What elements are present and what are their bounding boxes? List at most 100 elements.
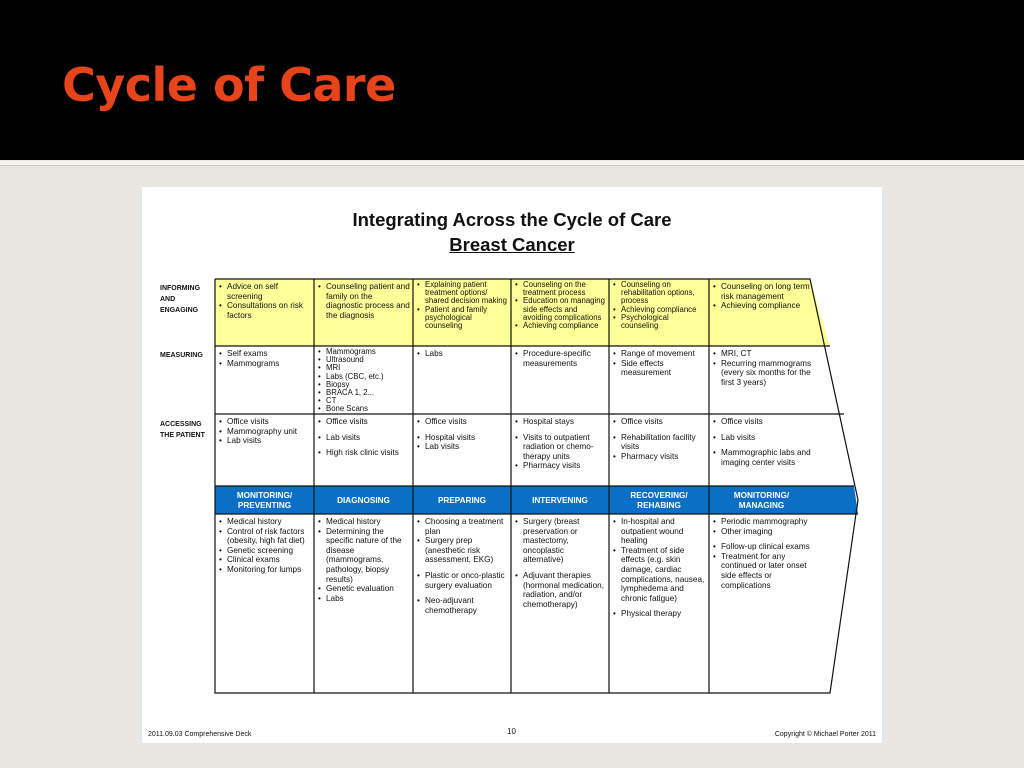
- phase-label-6: MONITORING/MANAGING: [709, 488, 814, 514]
- phase-label-line: MONITORING/: [236, 491, 293, 500]
- title-divider: [0, 161, 1024, 166]
- row-label-informing: INFORMING AND ENGAGING: [160, 283, 200, 316]
- bullet-item: Choosing a treatment plan: [417, 517, 508, 536]
- bullet-list: Explaining patient treatment options/ sh…: [417, 280, 508, 330]
- bullet-item: Plastic or onco-plastic surgery evaluati…: [417, 571, 508, 590]
- footer-deck-label: 2011.09.03 Comprehensive Deck: [148, 731, 252, 738]
- cell-measuring-4: Procedure-specific measurements: [511, 347, 609, 415]
- bullet-item: Office visits: [318, 417, 410, 427]
- title-bar: Cycle of Care: [0, 0, 1024, 160]
- document-title: Integrating Across the Cycle of Care: [352, 209, 672, 230]
- cell-accessing-5: Office visitsRehabilitation facility vis…: [609, 415, 709, 487]
- bullet-list: Office visitsHospital visitsLab visits: [417, 417, 508, 452]
- bullet-item: Explaining patient treatment options/ sh…: [417, 280, 508, 306]
- bullet-item: High risk clinic visits: [318, 448, 410, 458]
- row-label-accessing: ACCESSING THE PATIENT: [160, 419, 205, 441]
- bullet-item: Counseling on the treatment process: [515, 280, 606, 297]
- bullet-item: Office visits: [417, 417, 508, 427]
- bullet-item: Lab visits: [417, 442, 508, 452]
- phase-label-line: PREVENTING: [237, 501, 292, 510]
- cell-measuring-5: Range of movementSide effects measuremen…: [609, 347, 709, 415]
- bullet-item: Surgery prep (anesthetic risk assessment…: [417, 536, 508, 565]
- bullet-item: CT: [318, 397, 410, 406]
- bullet-item: Office visits: [219, 417, 311, 427]
- bullet-item: Mammograms: [318, 347, 410, 356]
- cell-accessing-1: Office visitsMammography unitLab visits: [215, 415, 314, 487]
- cell-measuring-3: Labs: [413, 347, 511, 415]
- cell-informing-6: Counseling on long term risk managementA…: [709, 280, 824, 347]
- phase-label-text: PREPARING: [438, 496, 486, 506]
- grid-outline: [214, 278, 859, 694]
- bullet-item: Side effects measurement: [613, 359, 706, 378]
- bullet-item: Psychological counseling: [613, 313, 706, 330]
- embedded-document: Integrating Across the Cycle of Care Bre…: [142, 187, 882, 743]
- slide-title: Cycle of Care: [62, 58, 396, 112]
- phase-label-line: RECOVERING/: [630, 491, 688, 500]
- bullet-list: Office visitsLab visitsMammographic labs…: [713, 417, 821, 467]
- bullet-item: Procedure-specific measurements: [515, 349, 606, 368]
- bullet-item: Pharmacy visits: [613, 452, 706, 462]
- bullet-list: Counseling on long term risk managementA…: [713, 282, 821, 311]
- bullet-item: Hospital visits: [417, 433, 508, 443]
- phase-label-line: MANAGING: [738, 501, 785, 510]
- bullet-list: Office visitsLab visitsHigh risk clinic …: [318, 417, 410, 458]
- bullet-item: Counseling on long term risk management: [713, 282, 821, 301]
- cell-delivering-1: Medical historyControl of risk factors (…: [215, 515, 314, 694]
- cell-measuring-6: MRI, CTRecurring mammograms (every six m…: [709, 347, 824, 415]
- bullet-list: MammogramsUltrasoundMRILabs (CBC, etc.)B…: [318, 347, 410, 414]
- footer-copyright: Copyright © Michael Porter 2011: [774, 731, 876, 738]
- phase-label-line: DIAGNOSING: [337, 496, 390, 505]
- bullet-list: Hospital staysVisits to outpatient radia…: [515, 417, 606, 471]
- bullet-item: Consultations on risk factors: [219, 301, 311, 320]
- bullet-item: Ultrasound: [318, 355, 410, 364]
- phase-label-text: MONITORING/PREVENTING: [237, 491, 292, 511]
- phase-band-fill: [215, 486, 858, 514]
- cell-accessing-6: Office visitsLab visitsMammographic labs…: [709, 415, 824, 487]
- bullet-item: Labs: [417, 349, 508, 359]
- bullet-item: Neo-adjuvant chemotherapy: [417, 596, 508, 615]
- cell-accessing-3: Office visitsHospital visitsLab visits: [413, 415, 511, 487]
- bullet-item: Pharmacy visits: [515, 461, 606, 471]
- cell-informing-2: Counseling patient and family on the dia…: [314, 280, 413, 347]
- phase-label-1: MONITORING/PREVENTING: [215, 488, 314, 514]
- bullet-list: Counseling on rehabilitation options, pr…: [613, 280, 706, 330]
- row-label-line: ACCESSING: [160, 421, 202, 428]
- bullet-item: Monitoring for lumps: [219, 565, 311, 575]
- bullet-list: Advice on self screeningConsultations on…: [219, 282, 311, 320]
- bullet-item: Treatment for any continued or later ons…: [713, 552, 821, 590]
- phase-label-2: DIAGNOSING: [314, 488, 413, 514]
- cell-delivering-6: Periodic mammographyOther imagingFollow-…: [709, 515, 824, 694]
- document-subtitle: Breast Cancer: [449, 234, 575, 255]
- bullet-item: Genetic evaluation: [318, 584, 410, 594]
- bullet-list: Surgery (breast preservation or mastecto…: [515, 517, 606, 609]
- bullet-item: Treatment of side effects (e.g. skin dam…: [613, 546, 706, 604]
- bullet-item: In-hospital and outpatient wound healing: [613, 517, 706, 546]
- phase-label-4: INTERVENING: [511, 488, 609, 514]
- cell-delivering-3: Choosing a treatment planSurgery prep (a…: [413, 515, 511, 694]
- phase-label-5: RECOVERING/REHABING: [609, 488, 709, 514]
- row-label-line: AND: [160, 296, 176, 303]
- cell-informing-1: Advice on self screeningConsultations on…: [215, 280, 314, 347]
- bullet-item: Periodic mammography: [713, 517, 821, 527]
- bullet-item: Visits to outpatient radiation or chemo-…: [515, 433, 606, 462]
- row-label-line: INFORMING: [160, 285, 201, 292]
- bullet-item: Labs: [318, 594, 410, 604]
- bullet-list: Counseling on the treatment processEduca…: [515, 280, 606, 330]
- bullet-item: Surgery (breast preservation or mastecto…: [515, 517, 606, 565]
- cell-delivering-5: In-hospital and outpatient wound healing…: [609, 515, 709, 694]
- bullet-item: Bone Scans: [318, 405, 410, 414]
- bullet-item: Mammographic labs and imaging center vis…: [713, 448, 821, 467]
- row-label-line: THE PATIENT: [160, 432, 205, 439]
- bullet-item: MRI, CT: [713, 349, 821, 359]
- bullet-item: Control of risk factors (obesity, high f…: [219, 527, 311, 546]
- bullet-item: Other imaging: [713, 527, 821, 537]
- bullet-item: Range of movement: [613, 349, 706, 359]
- bullet-item: Adjuvant therapies (hormonal medication,…: [515, 571, 606, 609]
- bullet-item: Recurring mammograms (every six months f…: [713, 359, 821, 388]
- bullet-item: Counseling on rehabilitation options, pr…: [613, 280, 706, 306]
- cell-accessing-4: Hospital staysVisits to outpatient radia…: [511, 415, 609, 487]
- bullet-item: Mammograms: [219, 359, 311, 369]
- bullet-list: Medical historyDetermining the specific …: [318, 517, 410, 603]
- bullet-list: Office visitsRehabilitation facility vis…: [613, 417, 706, 461]
- bullet-item: Biopsy: [318, 380, 410, 389]
